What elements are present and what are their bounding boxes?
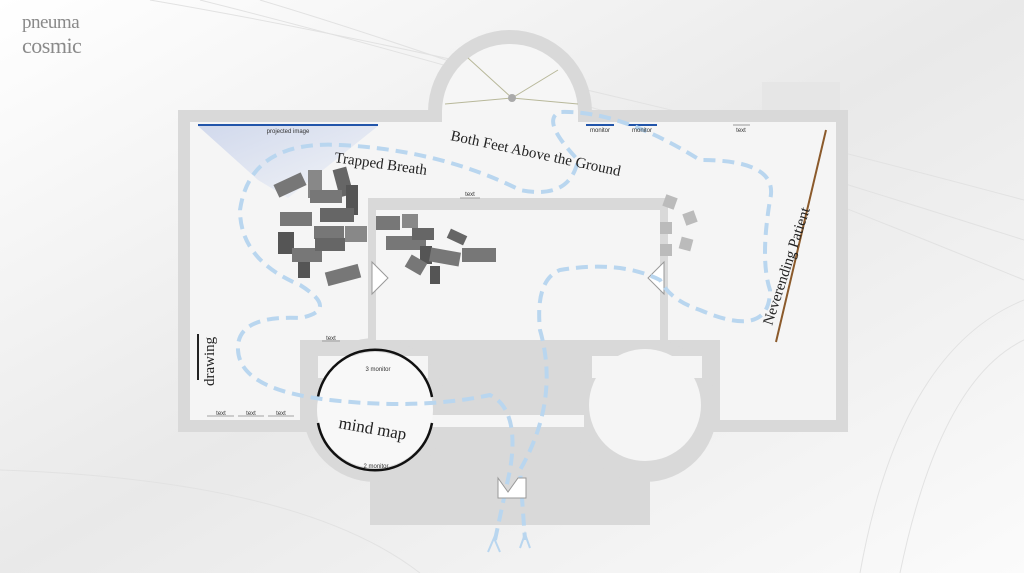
- logo-line-1: pneuma: [22, 12, 80, 33]
- entrance-door: [497, 476, 527, 499]
- text-label: text: [465, 192, 475, 198]
- text-label: text: [246, 411, 256, 417]
- monitor-2b-label: 2 monitor: [363, 464, 388, 470]
- projection-cone: [198, 126, 378, 198]
- text-label: text: [216, 411, 226, 417]
- small-blocks: [660, 194, 698, 256]
- logo: pneuma cosmic: [22, 12, 82, 58]
- doors: [371, 260, 665, 296]
- logo-line-2: cosmic: [22, 33, 82, 58]
- top-right-box: [762, 82, 840, 112]
- monitor-1-label: monitor: [590, 128, 610, 134]
- text-label: text: [736, 128, 746, 134]
- dome: [428, 30, 592, 112]
- text-label: text: [276, 411, 286, 417]
- trapped-breath-objects: [273, 166, 496, 287]
- path-arrows: [487, 531, 531, 553]
- mind-map-ring: [316, 348, 434, 472]
- monitor-2-label: monitor: [632, 128, 652, 134]
- visitor-path: [235, 109, 774, 541]
- mind-map-room: [317, 352, 433, 468]
- monitor-3-label: 3 monitor: [365, 367, 390, 373]
- drawing-title: drawing: [202, 336, 218, 386]
- projected-image-label: projected image: [267, 129, 310, 135]
- text-label: text: [326, 336, 336, 342]
- neverending-wall: [775, 129, 827, 343]
